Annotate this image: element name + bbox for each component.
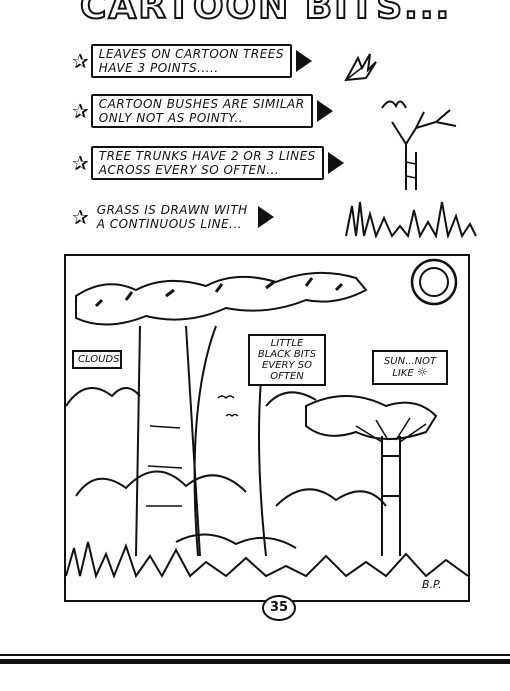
tip-grass: ✰ GRASS IS DRAWN WITH A CONTINUOUS LINE.… [72, 200, 274, 234]
tip-line: HAVE 3 POINTS..... [98, 61, 219, 75]
tip-line: TREE TRUNKS HAVE 2 OR 3 LINES [98, 149, 316, 163]
star-icon: ✰ [72, 49, 89, 73]
title-text: CARTOON BITS [79, 0, 405, 28]
star-icon: ✰ [72, 99, 89, 123]
callout-black-bits: LITTLE BLACK BITS EVERY SO OFTEN [248, 334, 326, 386]
star-icon: ✰ [72, 151, 89, 175]
tip-leaves: ✰ LEAVES ON CARTOON TREES HAVE 3 POINTS.… [72, 44, 312, 78]
title-suffix: ... [403, 0, 452, 28]
tip-box: TREE TRUNKS HAVE 2 OR 3 LINES ACROSS EVE… [90, 146, 324, 180]
tip-line: ONLY NOT AS POINTY.. [98, 111, 244, 125]
page-number: 35 [262, 595, 296, 621]
illustration-panel: CLOUDS LITTLE BLACK BITS EVERY SO OFTEN … [64, 254, 470, 602]
landscape-drawing [66, 258, 468, 580]
tip-trunks: ✰ TREE TRUNKS HAVE 2 OR 3 LINES ACROSS E… [72, 146, 344, 180]
divider [0, 654, 510, 656]
sun-icon: ☼ [416, 365, 428, 379]
divider [0, 659, 510, 664]
tip-line: A CONTINUOUS LINE... [96, 217, 243, 231]
callout-black-bits-text: LITTLE BLACK BITS EVERY SO OFTEN [257, 338, 317, 382]
tip-box: CARTOON BUSHES ARE SIMILAR ONLY NOT AS P… [90, 94, 313, 128]
arrow-icon [257, 206, 274, 228]
arrow-icon [316, 100, 333, 122]
tip-bushes: ✰ CARTOON BUSHES ARE SIMILAR ONLY NOT AS… [72, 94, 333, 128]
tip-box: GRASS IS DRAWN WITH A CONTINUOUS LINE... [90, 202, 254, 232]
tip-line: GRASS IS DRAWN WITH [96, 203, 248, 217]
callout-sun-text: SUN...NOT LIKE [383, 356, 437, 379]
signature: B.P. [422, 578, 442, 591]
leaf-icon [344, 53, 377, 82]
tip-line: LEAVES ON CARTOON TREES [98, 47, 284, 61]
arrow-icon [296, 50, 312, 72]
callout-clouds: CLOUDS [72, 350, 122, 369]
arrow-icon [327, 152, 344, 174]
page-title: CARTOON BITS... [79, 0, 450, 28]
tip-line: CARTOON BUSHES ARE SIMILAR [98, 97, 305, 111]
grass-sketch-icon [345, 201, 477, 238]
tree-trunk-sketch-icon [381, 100, 457, 190]
star-icon: ✰ [72, 205, 89, 229]
callout-clouds-text: CLOUDS [78, 354, 120, 365]
tip-box: LEAVES ON CARTOON TREES HAVE 3 POINTS...… [90, 44, 292, 78]
tip-line: ACROSS EVERY SO OFTEN... [98, 163, 280, 177]
callout-sun: SUN...NOT LIKE ☼ [372, 350, 448, 385]
